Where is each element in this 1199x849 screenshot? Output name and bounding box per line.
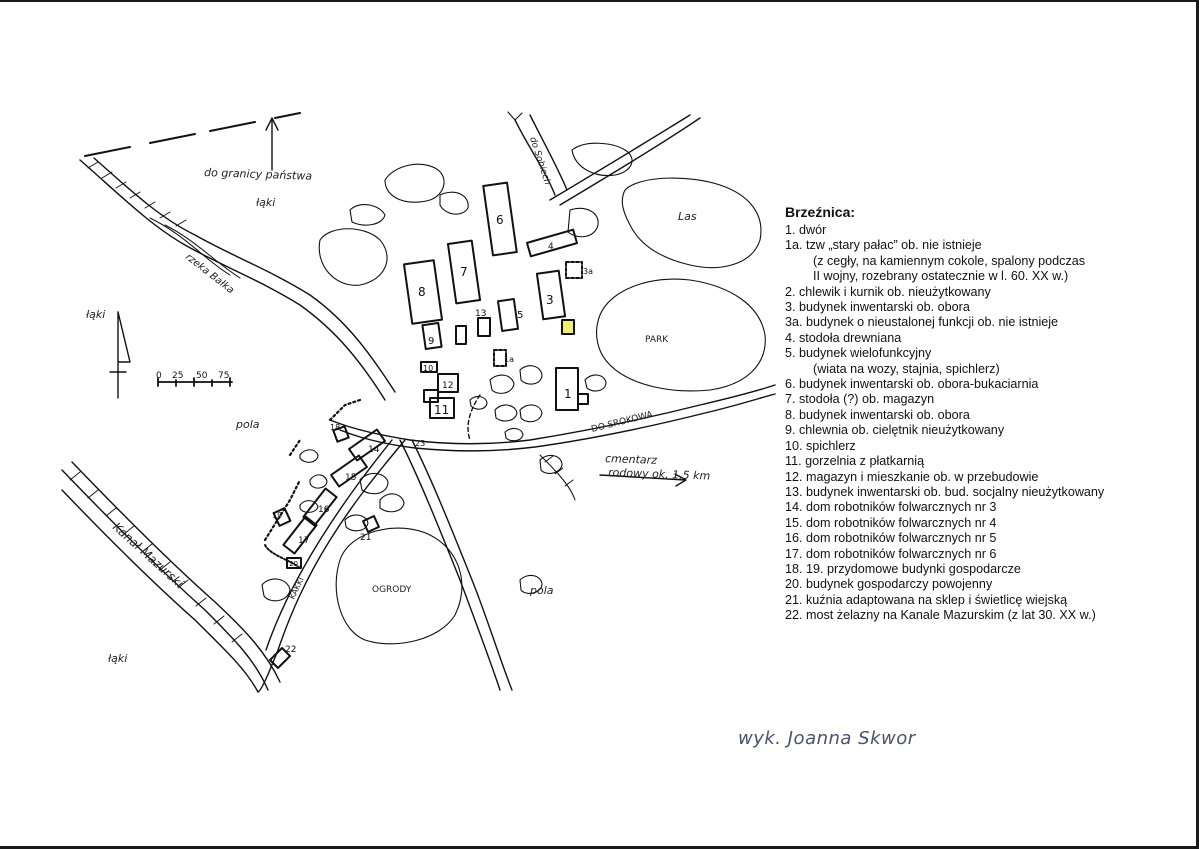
label-ogrody: OGRODY: [372, 585, 412, 595]
map-legend: Brzeźnica: 1. dwór 1a. tzw „stary pałac”…: [785, 204, 1185, 624]
building-label-11: 11: [434, 403, 449, 417]
label-pola-south: pola: [529, 584, 554, 597]
tree-clusters: [261, 142, 766, 645]
building-label-22: 22: [285, 645, 296, 655]
label-do-sobiech: do Sobiech: [527, 136, 552, 187]
legend-item: 21. kuźnia adaptowana na sklep i świetli…: [785, 592, 1068, 607]
building-label-19: 19: [272, 511, 282, 520]
building-label-6: 6: [496, 213, 504, 227]
scan-edge-right: [1196, 0, 1199, 849]
building-label-21: 21: [360, 533, 371, 543]
label-cmentarz-1: cmentarz: [605, 452, 658, 467]
legend-item: 6. budynek inwentarski ob. obora-bukacia…: [785, 377, 1039, 392]
legend-item: 5. budynek wielofunkcyjny: [785, 346, 932, 361]
cemetery-arrow: [599, 473, 687, 487]
legend-item: 15. dom robotników folwarcznych nr 4: [785, 515, 997, 530]
hatched-boundary: [263, 398, 362, 542]
building-label-20: 20: [289, 560, 298, 568]
scan-edge-bottom: [0, 846, 1199, 849]
building-label-18: 18: [330, 423, 340, 432]
scan-edge-top: [0, 0, 1199, 2]
hatched-fence: [264, 544, 301, 569]
legend-item: 20. budynek gospodarczy powojenny: [785, 577, 993, 592]
legend-item: 17. dom robotników folwarcznych nr 6: [785, 546, 997, 561]
legend-item: 8. budynek inwentarski ob. obora: [785, 407, 970, 422]
legend-item: 9. chlewnia ob. cielętnik nieużytkowany: [785, 423, 1005, 438]
building-label-8: 8: [418, 285, 426, 299]
building-label-3: 3: [546, 293, 554, 307]
river-balka: [79, 157, 396, 401]
building-label-3a: 3a: [583, 267, 593, 276]
label-laki-south: łąki: [108, 652, 127, 665]
legend-item: 7. stodoła (?) ob. magazyn: [785, 392, 935, 407]
legend-item: (z cegły, na kamiennym cokole, spalony p…: [813, 253, 1086, 268]
scale-tick-50: 50: [196, 371, 208, 381]
border-dash-line: [84, 112, 301, 157]
label-kanal: Kanał Mazurski: [110, 520, 187, 591]
building-label-13: 13: [475, 309, 486, 319]
building-label-4: 4: [548, 242, 554, 252]
scale-tick-0: 0: [156, 371, 162, 381]
legend-item: 16. dom robotników folwarcznych nr 5: [785, 531, 997, 546]
roads: [257, 111, 776, 693]
hatched-ridge: [539, 454, 576, 501]
building-label-16: 16: [318, 505, 330, 515]
legend-item: 4. stodoła drewniana: [785, 330, 902, 345]
scale-bar: [157, 377, 233, 387]
legend-item: II wojny, rozebrany ostatecznie w l. 60.…: [813, 269, 1069, 284]
building-label-14: 14: [368, 445, 380, 455]
building-label-12: 12: [442, 381, 453, 391]
label-do-granicy: do granicy państwa: [204, 166, 313, 183]
legend-item: 10. spichlerz: [785, 438, 856, 453]
legend-item: 11. gorzelnia z płatkarnią: [785, 454, 925, 469]
legend-item: 14. dom robotników folwarcznych nr 3: [785, 500, 997, 515]
building-label-5: 5: [517, 310, 523, 321]
building-label-10: 10: [423, 364, 433, 373]
scale-north-marker: [109, 311, 131, 399]
label-pola-west: pola: [235, 418, 260, 431]
building-label-1a: 1a: [504, 355, 514, 364]
legend-item: 13. budynek inwentarski ob. bud. socjaln…: [785, 484, 1105, 499]
legend-item: 1. dwór: [785, 223, 827, 237]
legend-item: 12. magazyn i mieszkanie ob. w przebudow…: [785, 469, 1039, 484]
label-laki-west: łąki: [86, 308, 105, 321]
building-label-7: 7: [460, 265, 468, 279]
scale-tick-25: 25: [172, 371, 183, 381]
building-label-15: 15: [345, 473, 356, 483]
label-park: PARK: [645, 335, 669, 345]
canal-mazurski: [61, 461, 281, 693]
label-cmentarz-2: rodowy ok. 1,5 km: [608, 466, 711, 483]
building-label-9: 9: [428, 336, 434, 347]
scale-tick-75: 75: [218, 371, 229, 381]
legend-title: Brzeźnica:: [785, 204, 856, 220]
legend-item: (wiata na wozy, stajnia, spichlerz): [813, 361, 1000, 376]
north-arrow-top: [265, 117, 279, 171]
building-label-1: 1: [564, 387, 572, 401]
legend-item: 2. chlewik i kurnik ob. nieużytkowany: [785, 284, 991, 299]
buildings: [269, 181, 589, 669]
building-label-23: 23: [415, 439, 425, 448]
building-label-17: 17: [298, 536, 309, 546]
label-las: Las: [678, 210, 697, 223]
author-signature: wyk. Joanna Skwor: [738, 728, 916, 749]
label-laki-north: łąki: [256, 196, 275, 209]
legend-item: 22. most żelazny na Kanale Mazurskim (z …: [785, 608, 1096, 623]
legend-item: 1a. tzw „stary pałac” ob. nie istnieje: [785, 238, 982, 253]
legend-item: 3a. budynek o nieustalonej funkcji ob. n…: [785, 315, 1059, 330]
legend-item: 18. 19. przydomowe budynki gospodarcze: [785, 561, 1021, 576]
legend-item: 3. budynek inwentarski ob. obora: [785, 300, 970, 315]
